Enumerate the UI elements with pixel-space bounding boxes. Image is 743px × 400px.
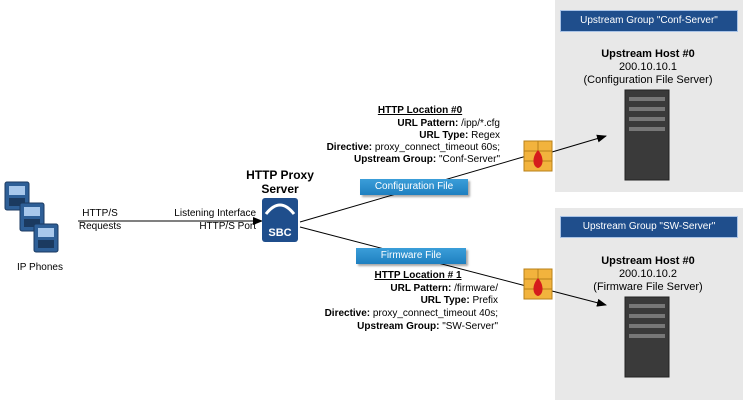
config-server-arrow — [551, 134, 607, 153]
location-1-url-type: URL Type: Prefix — [420, 295, 498, 306]
firewall-icon-conf — [523, 140, 553, 172]
group-0-host: Upstream Host #0 — [601, 48, 695, 60]
request-label-line2: Requests — [78, 221, 122, 232]
sbc-icon: SBC — [262, 198, 298, 242]
upstream-group-title-conf: Upstream Group "Conf-Server" — [560, 10, 738, 32]
firmware-server-arrow — [551, 290, 607, 307]
config-file-tag: Configuration File — [360, 179, 468, 195]
location-1-group: Upstream Group: "SW-Server" — [357, 321, 498, 332]
location-0-group: Upstream Group: "Conf-Server" — [353, 154, 500, 165]
server-icon-conf — [624, 89, 670, 181]
request-label-line1: HTTP/S — [82, 208, 118, 219]
server-icon-sw — [624, 296, 670, 378]
location-0-url-type: URL Type: Regex — [419, 130, 500, 141]
group-1-ip: 200.10.10.2 — [618, 268, 678, 280]
ip-phones-label: IP Phones — [17, 262, 63, 273]
group-0-ip: 200.10.10.1 — [618, 61, 678, 73]
proxy-title-line1: HTTP Proxy — [246, 168, 314, 182]
firmware-file-tag: Firmware File — [356, 248, 466, 264]
location-0-url-pattern: URL Pattern: /ipp/*.cfg — [397, 118, 500, 129]
location-1-heading: HTTP Location # 1 — [374, 270, 462, 281]
location-0-heading: HTTP Location #0 — [377, 105, 463, 116]
firewall-icon-sw — [523, 268, 553, 300]
sbc-logo-text: SBC — [268, 227, 291, 239]
upstream-group-title-sw: Upstream Group "SW-Server" — [560, 216, 738, 238]
location-0-directive: Directive: proxy_connect_timeout 60s; — [326, 142, 500, 153]
listening-label-line2: HTTP/S Port — [199, 221, 256, 232]
proxy-title-line2: Server — [261, 182, 299, 196]
location-1-directive: Directive: proxy_connect_timeout 40s; — [324, 308, 498, 319]
group-1-desc: (Firmware File Server) — [593, 281, 703, 293]
group-0-desc: (Configuration File Server) — [583, 74, 713, 86]
listening-label-line1: Listening Interface — [174, 208, 256, 219]
location-1-url-pattern: URL Pattern: /firmware/ — [390, 283, 498, 294]
ip-phone-icon — [4, 181, 59, 253]
group-1-host: Upstream Host #0 — [601, 255, 695, 267]
